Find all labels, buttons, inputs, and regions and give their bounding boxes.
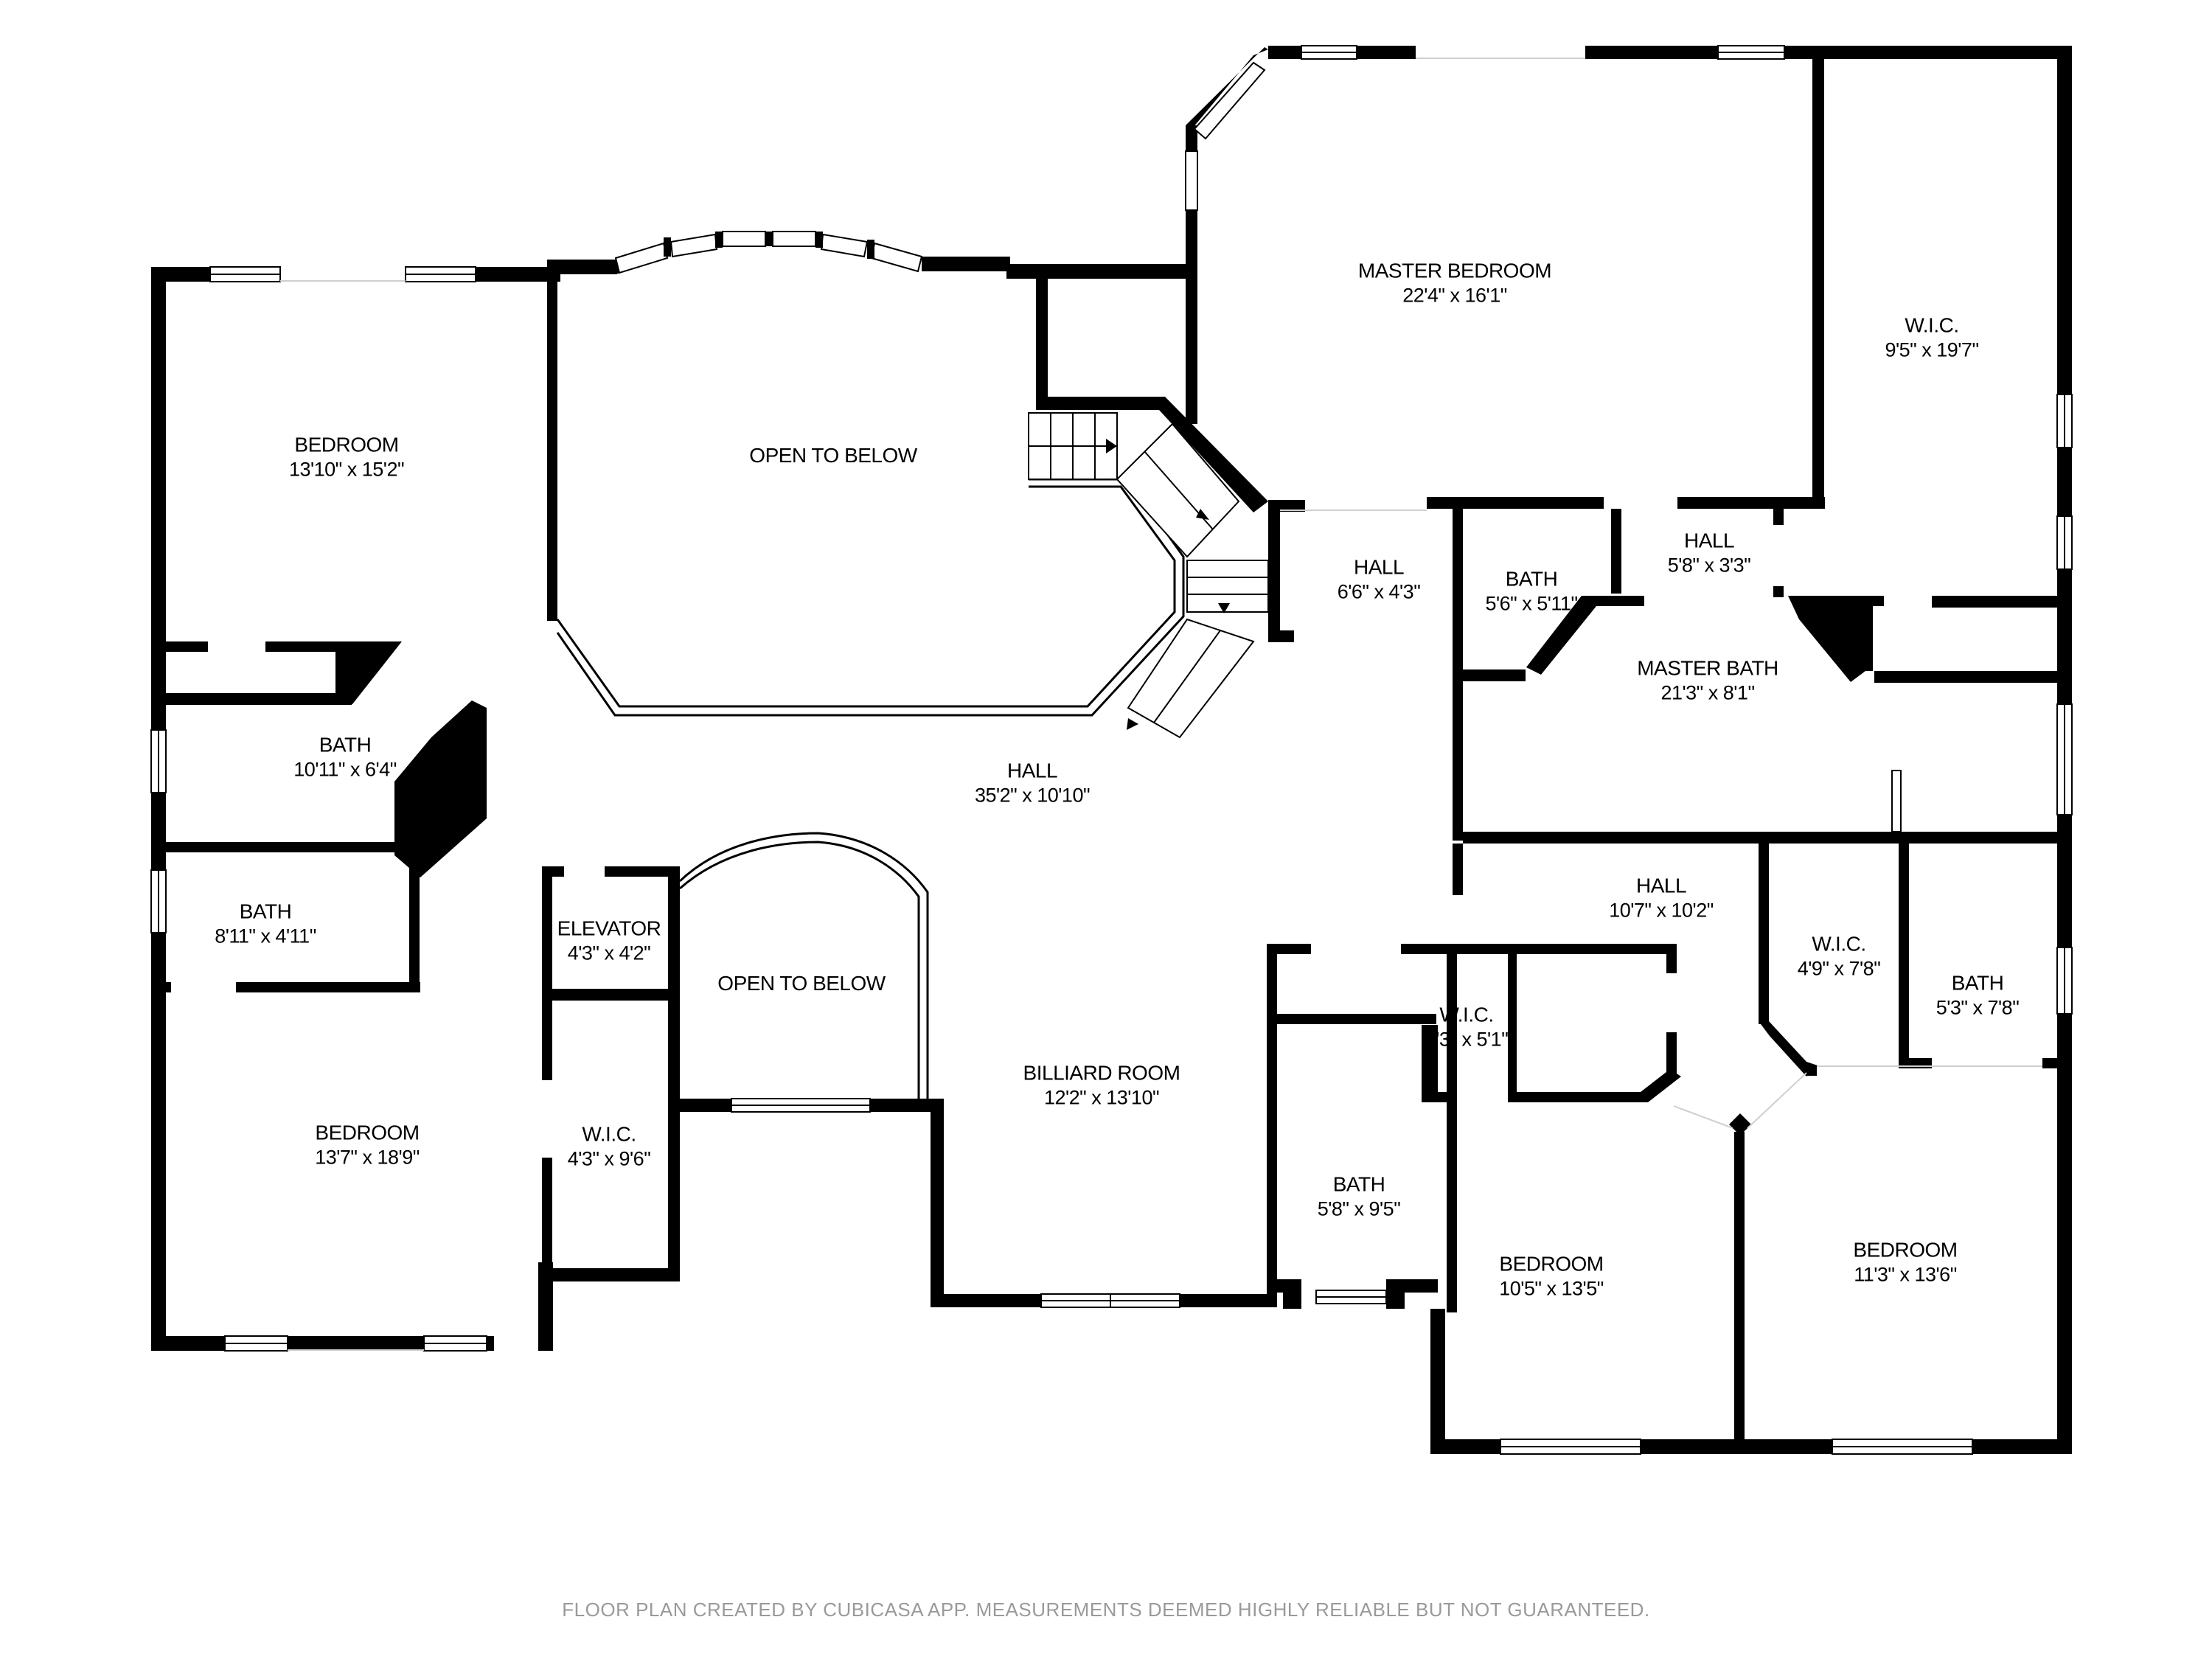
- walls-left-wing: [151, 267, 680, 1351]
- windows-master-wing: [1185, 45, 2073, 832]
- room-name: OPEN TO BELOW: [717, 971, 886, 995]
- room-label-hall-east: HALL 10'7" x 10'2": [1609, 873, 1714, 922]
- room-dimensions: 13'10" x 15'2": [288, 458, 405, 481]
- room-label-bath-east: BATH 5'3" x 7'8": [1936, 970, 2020, 1020]
- bay-window-north: [614, 231, 1010, 274]
- room-dimensions: 6'6" x 4'3": [1337, 580, 1421, 603]
- room-dimensions: 12'2" x 13'10": [1043, 1086, 1160, 1109]
- room-dimensions: 5'8" x 3'3": [1667, 554, 1751, 577]
- room-dimensions: 4'3" x 4'2": [567, 942, 651, 964]
- room-name: W.I.C.: [1905, 313, 1959, 337]
- room-dimensions: 4'3" x 5'1": [1425, 1028, 1509, 1051]
- room-label-wic-west: W.I.C. 4'3" x 9'6": [568, 1121, 651, 1171]
- windows-southeast-wing: [1500, 947, 2073, 1455]
- room-name: ELEVATOR: [557, 917, 661, 940]
- room-label-wic-east-2: W.I.C. 4'3" x 5'1": [1425, 1002, 1509, 1051]
- room-name: BEDROOM: [315, 1121, 420, 1144]
- room-label-hall-north-2: HALL 5'8" x 3'3": [1668, 528, 1751, 577]
- room-dimensions: 35'2" x 10'10": [974, 784, 1091, 807]
- walls-center-south: [680, 944, 1438, 1309]
- disclaimer-footer: FLOOR PLAN CREATED BY CUBICASA APP. MEAS…: [562, 1599, 1650, 1621]
- room-label-bath-w2: BATH 8'11" x 4'11": [215, 899, 316, 948]
- room-dimensions: 4'3" x 9'6": [567, 1147, 651, 1170]
- room-name: HALL: [1006, 759, 1058, 782]
- room-name: BATH: [1332, 1172, 1385, 1196]
- room-label-hall-north-1: HALL 6'6" x 4'3": [1338, 554, 1421, 604]
- windows-center-south: [731, 1098, 1387, 1308]
- room-label-bath-w1: BATH 10'11" x 6'4": [293, 732, 397, 782]
- room-dimensions: 22'4" x 16'1": [1402, 284, 1507, 307]
- room-name: HALL: [1683, 529, 1735, 552]
- room-name: HALL: [1635, 874, 1687, 897]
- room-name: BATH: [1951, 971, 2004, 995]
- room-name: MASTER BEDROOM: [1357, 259, 1552, 282]
- room-name: BATH: [1505, 567, 1558, 591]
- room-dimensions: 11'3" x 13'6": [1854, 1263, 1957, 1286]
- room-dimensions: 10'5" x 13'5": [1499, 1277, 1604, 1300]
- room-dimensions: 10'7" x 10'2": [1609, 899, 1714, 922]
- room-label-bedroom-se2: BEDROOM 11'3" x 13'6": [1853, 1237, 1958, 1287]
- room-name: W.I.C.: [582, 1122, 636, 1146]
- room-name: BATH: [239, 900, 292, 923]
- room-label-master-bedroom: MASTER BEDROOM 22'4" x 16'1": [1357, 258, 1552, 307]
- room-dimensions: 4'9" x 7'8": [1797, 957, 1881, 980]
- open-to-below-railing-south: [678, 832, 929, 1099]
- room-name: BILLIARD ROOM: [1023, 1061, 1180, 1085]
- room-label-wic-master: W.I.C. 9'5" x 19'7": [1885, 313, 1979, 362]
- room-dimensions: 10'11" x 6'4": [293, 758, 397, 781]
- room-label-hall-main: HALL 35'2" x 10'10": [974, 758, 1091, 807]
- room-label-wic-east-1: W.I.C. 4'9" x 7'8": [1798, 931, 1881, 981]
- room-label-bedroom-nw: BEDROOM 13'10" x 15'2": [288, 432, 405, 481]
- staircase: [1028, 412, 1269, 739]
- room-label-bath-south: BATH 5'8" x 9'5": [1318, 1172, 1401, 1221]
- room-name: BATH: [319, 733, 372, 757]
- room-name: W.I.C.: [1812, 932, 1866, 956]
- walls-center-north: [547, 47, 1305, 642]
- room-name: MASTER BATH: [1637, 656, 1778, 680]
- room-label-open-to-below-south: OPEN TO BELOW: [717, 971, 886, 996]
- room-name: HALL: [1353, 555, 1405, 579]
- room-name: BEDROOM: [1853, 1238, 1958, 1262]
- room-dimensions: 13'7" x 18'9": [315, 1146, 420, 1169]
- room-name: W.I.C.: [1439, 1003, 1494, 1026]
- room-name: OPEN TO BELOW: [749, 443, 917, 467]
- room-dimensions: 5'6" x 5'11": [1485, 592, 1578, 615]
- room-dimensions: 8'11" x 4'11": [215, 925, 316, 947]
- room-label-bedroom-se1: BEDROOM 10'5" x 13'5": [1499, 1251, 1604, 1301]
- room-name: BEDROOM: [1499, 1252, 1604, 1276]
- room-label-bedroom-sw: BEDROOM 13'7" x 18'9": [315, 1120, 420, 1169]
- room-name: BEDROOM: [294, 433, 399, 456]
- open-to-below-railing-north: [556, 478, 1185, 717]
- room-dimensions: 21'3" x 8'1": [1660, 681, 1755, 704]
- room-dimensions: 5'3" x 7'8": [1935, 996, 2020, 1019]
- room-dimensions: 9'5" x 19'7": [1885, 338, 1979, 361]
- walls-southeast-wing: [1430, 844, 2072, 1454]
- room-label-elevator: ELEVATOR 4'3" x 4'2": [557, 916, 661, 965]
- room-label-open-to-below-north: OPEN TO BELOW: [749, 443, 917, 468]
- room-dimensions: 5'8" x 9'5": [1317, 1197, 1401, 1220]
- room-label-billiard-room: BILLIARD ROOM 12'2" x 13'10": [1023, 1060, 1180, 1110]
- windows-left-wing: [150, 266, 487, 1352]
- room-label-master-bath: MASTER BATH 21'3" x 8'1": [1637, 655, 1778, 705]
- room-label-bath-master-small: BATH 5'6" x 5'11": [1485, 566, 1578, 616]
